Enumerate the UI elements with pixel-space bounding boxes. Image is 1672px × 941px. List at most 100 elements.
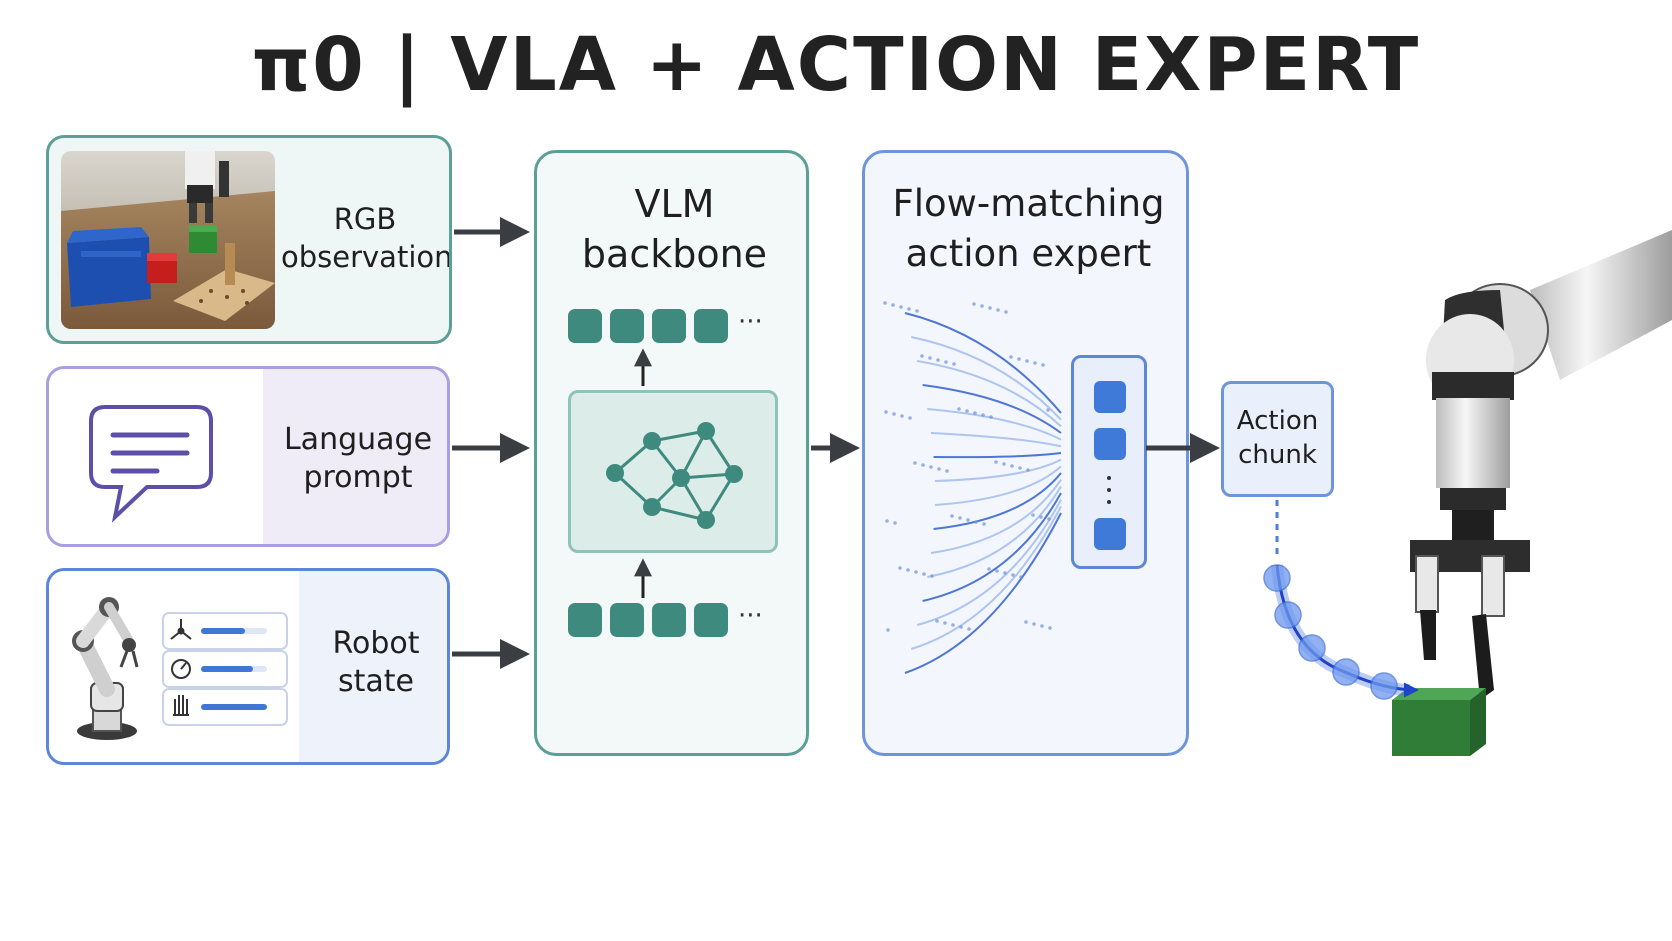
noise-dot [1048,626,1052,630]
noise-dot [958,516,962,520]
joint-icon [170,619,192,640]
token [610,309,644,343]
noise-dot [980,304,984,308]
token [652,603,686,637]
noise-dot [892,412,896,416]
noise-dot [898,566,902,570]
noise-dot [884,410,888,414]
noise-dot [899,305,903,309]
noise-dot [987,567,991,571]
speedometer-icon [171,659,191,679]
noise-dot [1011,573,1015,577]
flow-line [922,492,1062,602]
noise-dot [1003,571,1007,575]
noise-dot [883,301,887,305]
noise-dot [972,302,976,306]
noise-dot [973,411,977,415]
action-token [1094,518,1126,550]
action-token [1094,428,1126,460]
noise-dot [937,467,941,471]
noise-dot [944,360,948,364]
noise-dot [1040,624,1044,628]
flow-line [927,485,1062,578]
chat-bubble-icon [89,405,213,523]
token [694,603,728,637]
noise-dot [929,465,933,469]
noise-dot [1004,310,1008,314]
noise-dot [1032,622,1036,626]
noise-dot [982,522,986,526]
action-token [1094,381,1126,413]
noise-dot [967,627,971,631]
token [568,309,602,343]
flow-line [933,452,1062,459]
noise-dot [1041,363,1045,367]
noise-dot [921,463,925,467]
noise-dot [900,414,904,418]
noise-dot [1009,355,1013,359]
flow-line [934,465,1062,506]
gripper-hand-icon [173,695,189,716]
output-token-row: ··· [568,307,798,345]
velocity-row [162,650,288,688]
vertical-ellipsis [1107,476,1111,516]
noise-dot [935,619,939,623]
noise-dot [1046,408,1050,412]
noise-dot [1026,468,1030,472]
noise-dot [981,413,985,417]
rgb-scene-image [61,151,275,329]
neural-network-icon [606,422,743,529]
noise-dot [965,409,969,413]
ellipsis: ··· [738,601,763,631]
flow-line [933,472,1062,530]
flow-line [930,432,1062,448]
noise-dot [893,521,897,525]
noise-dot [936,358,940,362]
noise-dot [1031,513,1035,517]
noise-dot [891,303,895,307]
flow-line [917,360,1062,428]
noise-dot [945,469,949,473]
noise-dot [959,625,963,629]
noise-dot [906,568,910,572]
noise-dot [957,407,961,411]
noise-dot [952,362,956,366]
input-token-row: ··· [568,601,798,639]
flow-line [904,512,1062,674]
token [610,603,644,637]
noise-dot [1017,357,1021,361]
noise-dot [1019,575,1023,579]
flow-line [922,384,1062,434]
noise-dot [915,309,919,313]
noise-dot [930,574,934,578]
action-token-column [1071,355,1147,569]
noise-dot [943,621,947,625]
transformer-block [568,390,778,553]
noise-dot [928,356,932,360]
token [652,309,686,343]
flow-line [927,408,1062,441]
flow-line [904,312,1062,414]
noise-dot [885,519,889,523]
noise-dot [950,514,954,518]
gripper-row [162,688,288,726]
robot-arm-icon [72,597,139,740]
noise-dot [922,572,926,576]
noise-dot [1010,464,1014,468]
noise-dot [974,520,978,524]
noise-dot [1047,517,1051,521]
noise-dot [908,416,912,420]
noise-dot [1025,359,1029,363]
noise-dot [994,460,998,464]
joint-angles-row [162,612,288,650]
